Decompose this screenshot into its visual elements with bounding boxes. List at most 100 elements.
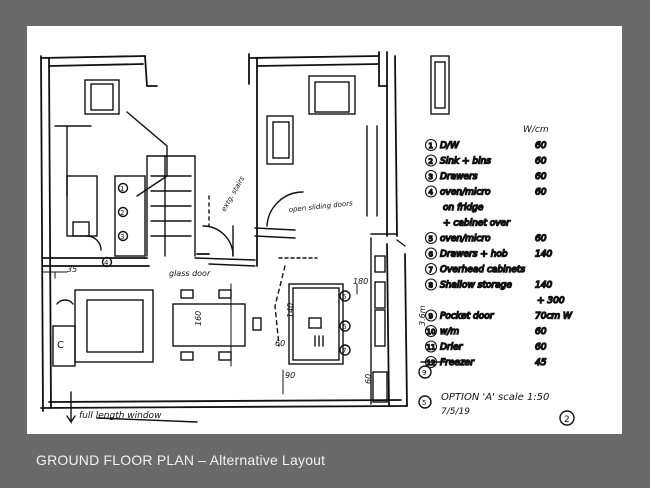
legend-label: Drawers [440,172,478,182]
legend-item: 6 Drawers + hob 140 [424,247,553,260]
legend: W/cm [523,125,549,135]
c-mark: C [57,340,64,351]
option-notes: OPTION 'A' scale 1:50 7/5/19 2 9 5 [418,365,575,426]
legend-item: 1 D/W 60 [424,138,547,152]
legend-number-circle [424,355,438,369]
legend-item: 8 Shallow storage 140 [424,278,553,291]
marker-5-plan: 5 [422,399,426,407]
dim-180: 180 [353,277,368,286]
legend-number: 3 [429,173,433,181]
legend-label: Shallow storage [440,281,512,291]
dim-3-6m: 3.6m [418,305,427,326]
legend-number-circle [424,278,438,291]
legend-item: 12 Freezer 45 [424,355,547,369]
legend-item: 7 Overhead cabinets [424,262,526,276]
legend-value: 140 [535,250,552,260]
marker-9-plan: 9 [422,369,426,377]
legend-label: oven/micro [440,188,491,198]
legend-item: + cabinet over [442,218,511,229]
legend-rows: 1 D/W 60 2 Sink + bins 60 3 Drawers 60 4 oven/micr… [424,138,574,369]
dining-table [172,289,262,361]
legend-header: W/cm [523,125,549,135]
dim-60-a: 60 [364,374,373,384]
drawing-sheet: 35 140 90 180 160 60 60 3.6m glass door … [27,26,622,434]
legend-value: 45 [535,358,547,368]
legend-value: 60 [535,157,547,167]
page-number: 2 [564,415,570,425]
legend-label: D/W [440,141,460,151]
dimension-lines [42,271,358,395]
legend-number-circle [424,154,438,167]
legend-item: 3 Drawers 60 [424,169,547,183]
legend-number: 6 [429,251,434,259]
legend-value: 60 [535,234,547,244]
dim-140: 140 [286,303,295,318]
legend-number-circle [424,340,438,353]
window-note-arrow [66,391,198,425]
legend-number: 5 [429,235,433,243]
option-label: OPTION 'A' scale 1:50 [441,392,549,403]
date-label: 7/5/19 [441,407,470,417]
legend-item: 4 oven/micro 60 [424,185,547,198]
legend-value: 60 [535,172,547,182]
marker-2: 2 [120,209,124,217]
lower-left-room [52,289,154,367]
glass-door-note: glass door [169,269,211,278]
marker-1: 1 [120,185,124,193]
legend-label: Sink + bins [440,157,491,167]
slide-caption: GROUND FLOOR PLAN – Alternative Layout [36,452,326,468]
legend-number: 8 [429,282,433,290]
legend-label: Overhead cabinets [440,265,525,275]
legend-value: 60 [535,343,547,353]
stair-block [146,155,196,257]
sliding-doors-note: open sliding doors [288,199,353,214]
legend-number: 9 [429,313,433,321]
top-left-room [54,79,168,197]
outer-walls [40,51,408,412]
kitchen-units [370,233,398,405]
legend-number-circle [424,138,438,152]
legend-number: 12 [427,359,436,367]
stairs-note: extg. stairs [220,175,247,213]
legend-label: + cabinet over [443,219,511,229]
legend-number-circle [424,185,438,198]
dim-60-b: 60 [275,339,285,348]
marker-5: 5 [342,293,346,301]
legend-item: on fridge [442,202,484,213]
floor-plan-drawing: 35 140 90 180 160 60 60 3.6m glass door … [40,51,575,426]
legend-item: 5 oven/micro 60 [424,231,547,245]
top-right-room [254,75,378,239]
dim-160: 160 [194,311,203,326]
legend-number-circle [424,262,438,276]
legend-value: + 300 [537,296,565,306]
legend-label: Drawers + hob [440,250,508,260]
legend-number-circle [424,231,438,245]
legend-value: 60 [535,327,547,337]
legend-number: 2 [429,158,433,166]
marker-6: 6 [342,323,347,331]
marker-7: 7 [342,347,346,355]
dim-35: 35 [67,265,77,274]
interior-walls [194,195,406,267]
legend-label: oven/micro [440,234,491,244]
legend-label: Drier [440,343,464,353]
legend-label: Pocket door [440,312,495,322]
right-window [430,55,450,115]
legend-number-circle [424,309,438,322]
legend-value: 60 [535,141,547,151]
legend-label: Freezer [440,358,475,368]
kitchen-island [288,283,351,365]
legend-number: 1 [429,142,433,150]
legend-number: 7 [429,266,433,274]
legend-item: + 300 [536,295,565,306]
left-utility-items [66,175,146,268]
legend-value: 140 [535,281,552,291]
dim-90: 90 [285,371,295,380]
legend-number-circle [424,324,438,338]
legend-number: 4 [429,189,434,197]
legend-number: 10 [427,328,436,336]
legend-value: 60 [535,188,547,198]
